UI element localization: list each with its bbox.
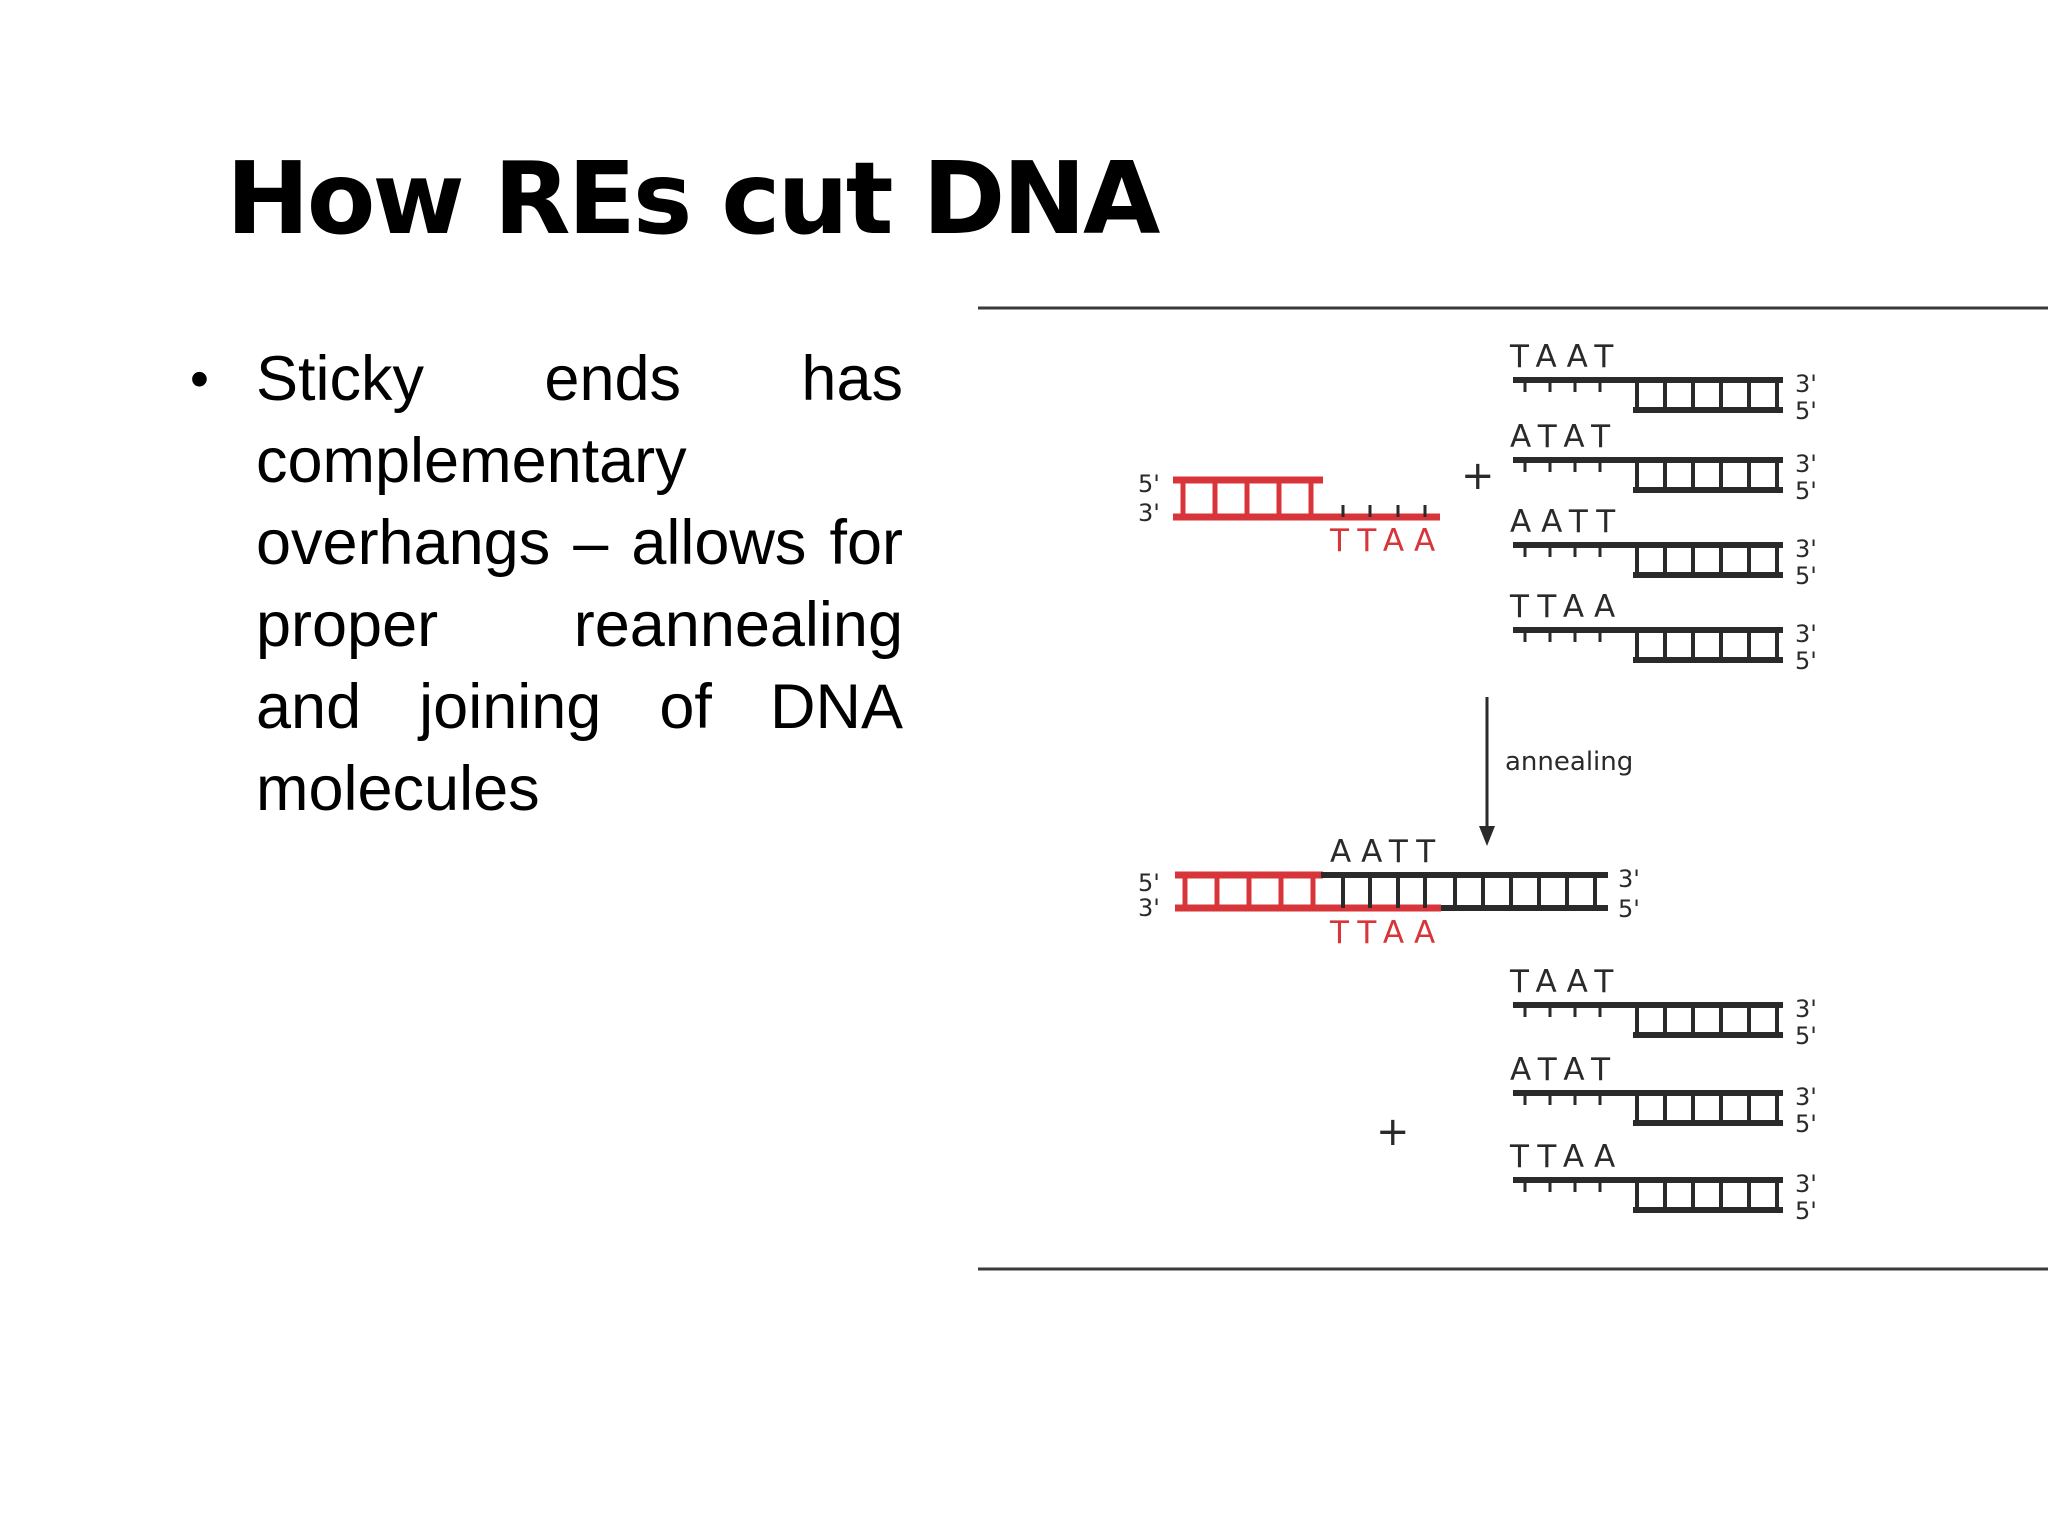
plus-sign-bottom: + <box>1376 1109 1410 1155</box>
sticky-ends-diagram: 5'3'TTAA+TAAT3'5'ATAT3'5'AATT3'5'TTAA3'5… <box>978 306 2048 1271</box>
product-top-overhang-label: AATT <box>1330 834 1444 870</box>
red-overhang-label: TTAA <box>1329 523 1444 559</box>
product-right-top-end-label: 3' <box>1618 865 1640 893</box>
dna-fragment-bottom-1: TAAT 3'5' <box>1509 964 1817 1050</box>
annealing-label: annealing <box>1505 747 1633 777</box>
product-right-bottom-end-label: 5' <box>1618 895 1640 923</box>
fragment-bottom-end-label: 5' <box>1795 397 1817 425</box>
fragment-bottom-end-label: 5' <box>1795 562 1817 590</box>
fragment-bottom-end-label: 5' <box>1795 477 1817 505</box>
fragment-top-end-label: 3' <box>1795 1083 1817 1111</box>
annealing-arrow: annealing <box>1479 697 1633 846</box>
fragment-top-end-label: 3' <box>1795 535 1817 563</box>
dna-fragment-top-4: TTAA 3'5' <box>1509 589 1817 675</box>
fragment-bottom-end-label: 5' <box>1795 1022 1817 1050</box>
dna-fragment-top-1: TAAT 3'5' <box>1509 339 1817 425</box>
product-left-bottom-end-label: 3' <box>1138 894 1160 922</box>
red-fragment-top-end-label: 5' <box>1138 470 1160 498</box>
bullet-list: • Sticky ends has complementary overhang… <box>190 338 905 830</box>
arrow-head <box>1479 826 1495 846</box>
fragment-top-end-label: 3' <box>1795 620 1817 648</box>
bullet-marker: • <box>190 349 209 409</box>
fragment-top-end-label: 3' <box>1795 370 1817 398</box>
bullet-text: Sticky ends has complementary overhangs … <box>256 344 903 824</box>
fragment-bottom-end-label: 5' <box>1795 647 1817 675</box>
plus-sign-top: + <box>1461 453 1495 499</box>
fragment-overhang-label: TTAA <box>1509 1139 1624 1175</box>
fragment-overhang-label: ATAT <box>1510 419 1619 455</box>
product-left-top-end-label: 5' <box>1138 869 1160 897</box>
dna-fragment-bottom-3: TTAA 3'5' <box>1509 1139 1817 1225</box>
product-bottom-overhang-label: TTAA <box>1329 915 1444 951</box>
slide-title: How REs cut DNA <box>226 140 1160 257</box>
fragment-overhang-label: AATT <box>1510 504 1624 540</box>
fragment-overhang-label: TTAA <box>1509 589 1624 625</box>
fragment-top-end-label: 3' <box>1795 995 1817 1023</box>
fragment-overhang-label: TAAT <box>1509 339 1622 375</box>
fragment-top-end-label: 3' <box>1795 1170 1817 1198</box>
fragment-overhang-label: ATAT <box>1510 1052 1619 1088</box>
fragment-overhang-label: TAAT <box>1509 964 1622 1000</box>
dna-fragment-bottom-2: ATAT 3'5' <box>1510 1052 1817 1138</box>
red-fragment: 5'3' TTAA <box>1138 470 1444 559</box>
red-fragment-bottom-end-label: 3' <box>1138 499 1160 527</box>
fragment-bottom-end-label: 5' <box>1795 1197 1817 1225</box>
fragment-bottom-end-label: 5' <box>1795 1110 1817 1138</box>
fragment-top-end-label: 3' <box>1795 450 1817 478</box>
dna-fragment-top-3: AATT 3'5' <box>1510 504 1817 590</box>
dna-fragment-top-2: ATAT 3'5' <box>1510 419 1817 505</box>
